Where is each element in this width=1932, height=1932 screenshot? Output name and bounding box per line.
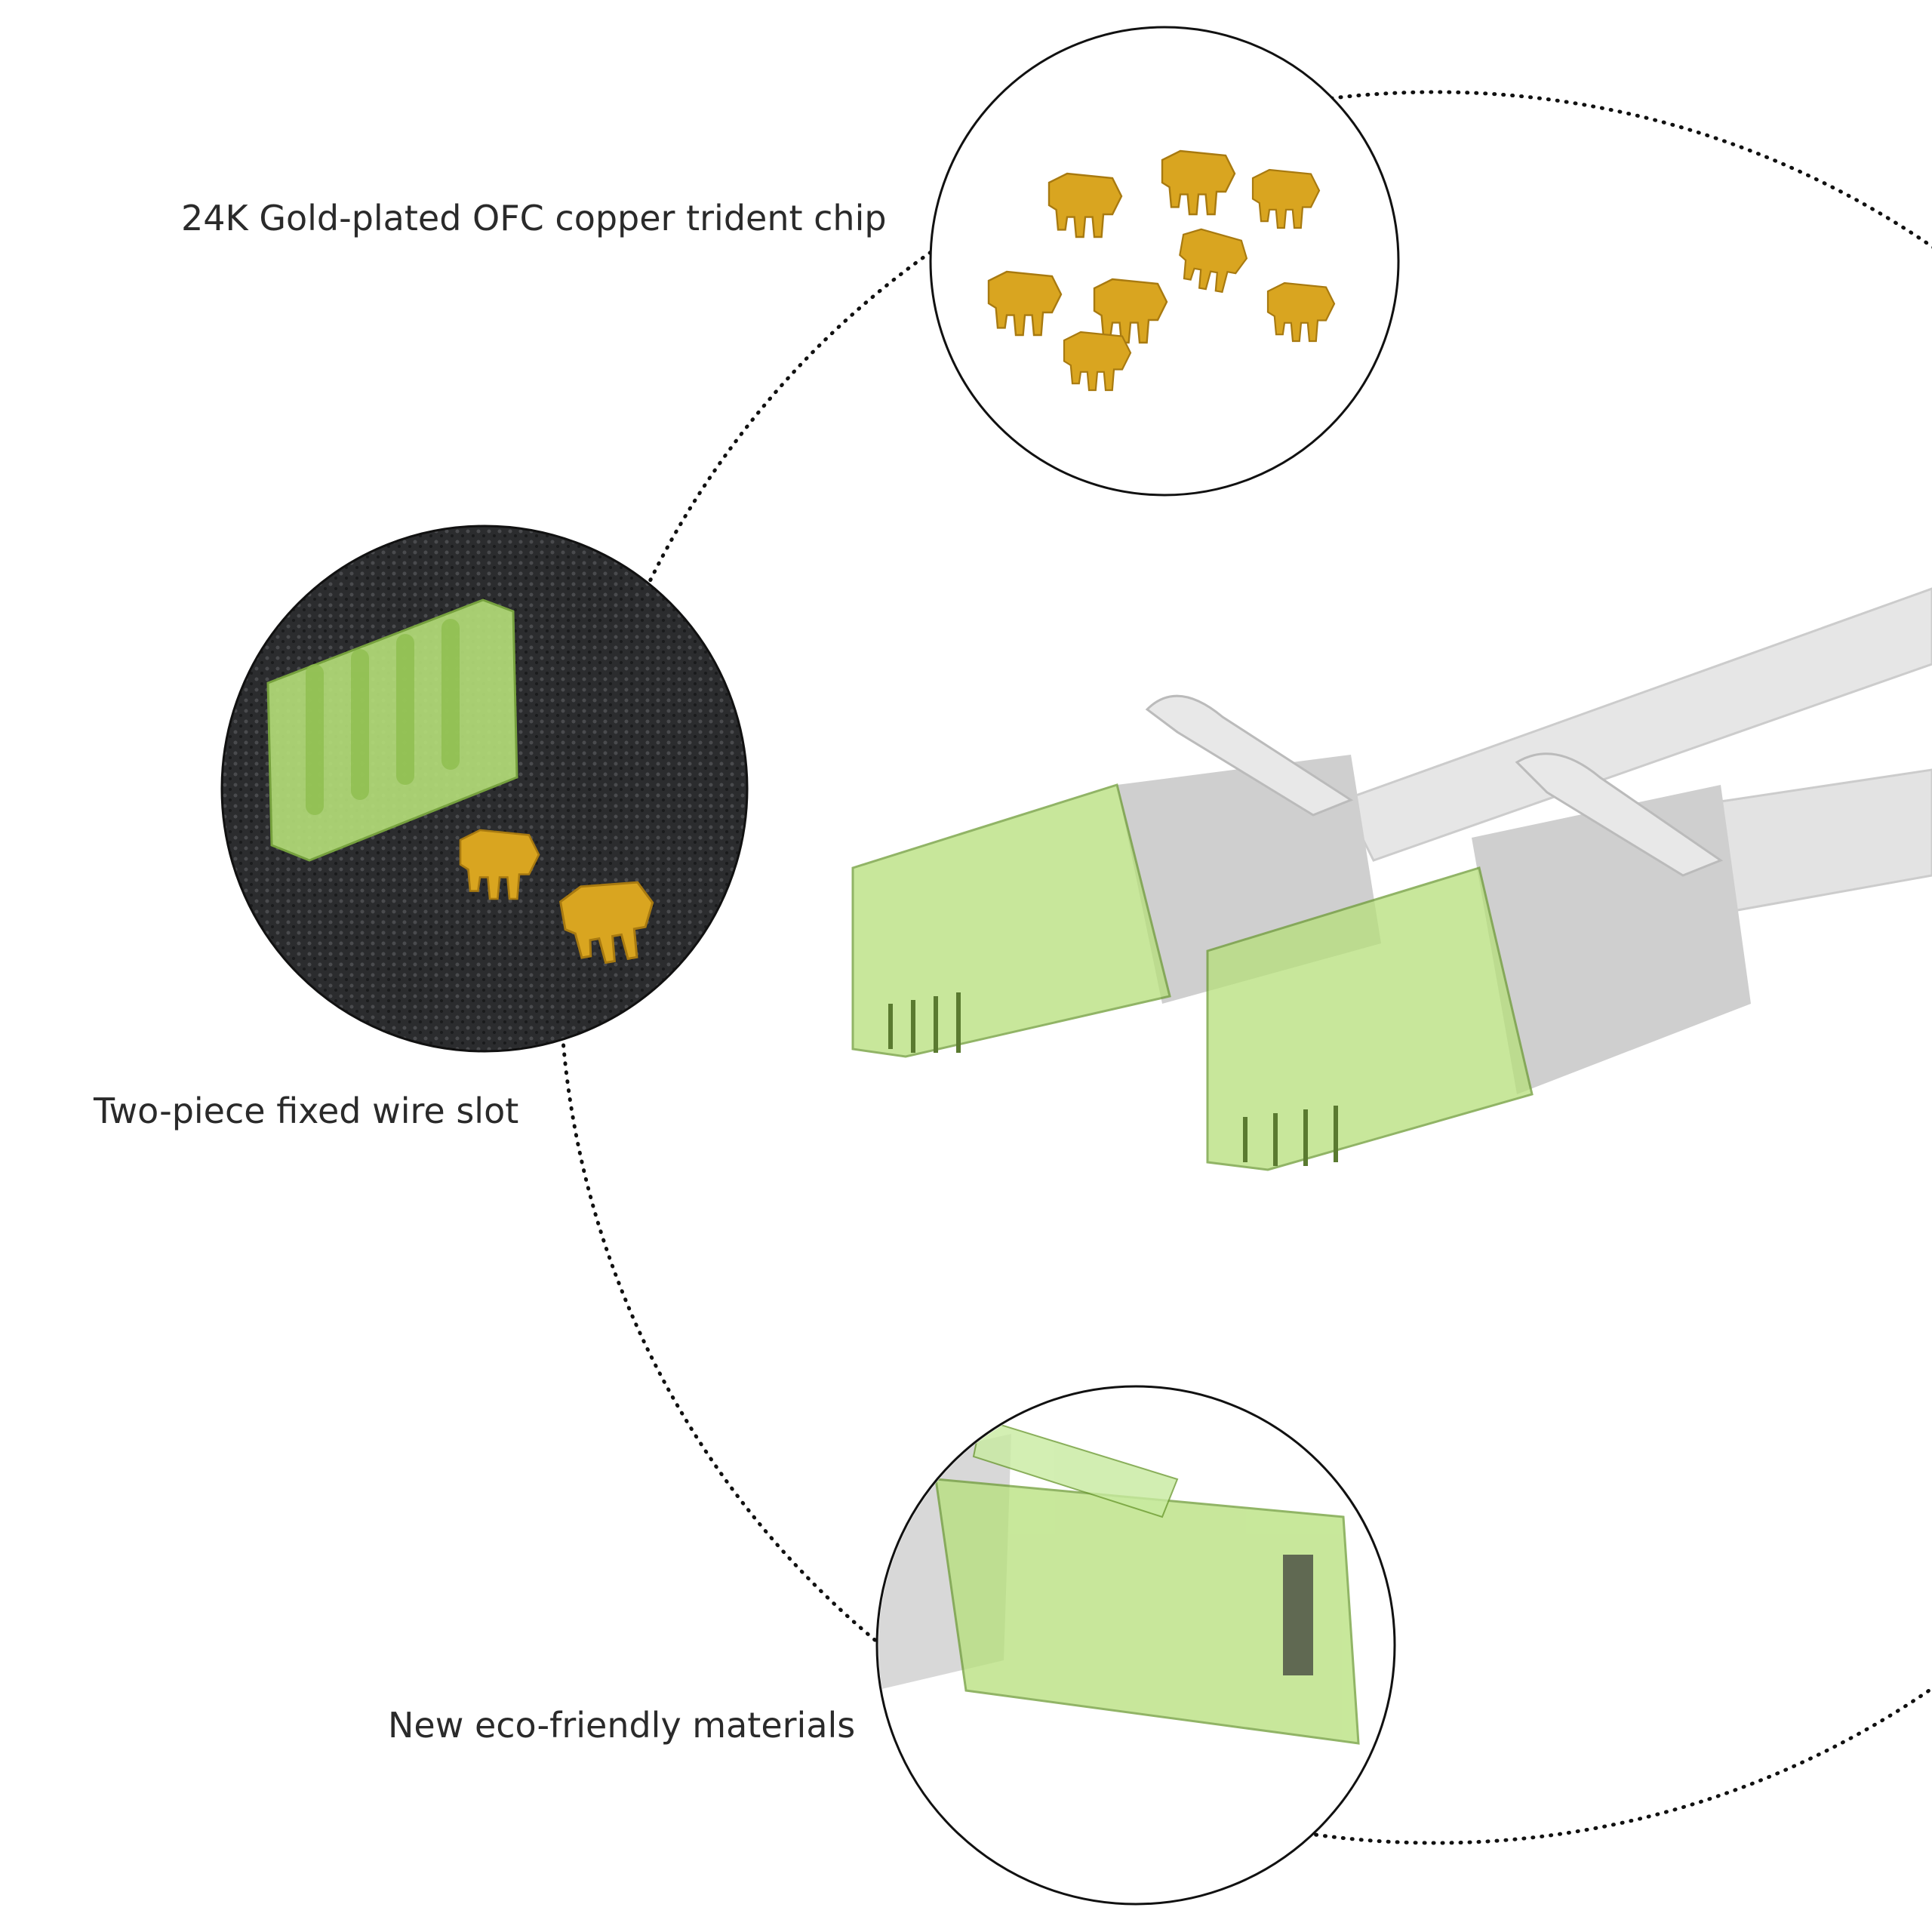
dotted-orbit [558, 90, 1932, 1845]
wire-slot-icon [266, 598, 663, 970]
rj45-connectors-image [851, 587, 1932, 1171]
wire-slot-callout-circle [220, 525, 749, 1053]
eco-materials-callout-circle [875, 1385, 1396, 1906]
gold-chips-callout-circle [929, 26, 1400, 497]
callout-label-gold-chip: 24K Gold-plated OFC copper trident chip [181, 198, 887, 238]
callout-label-eco-materials: New eco-friendly materials [388, 1705, 855, 1746]
callout-label-wire-slot: Two-piece fixed wire slot [93, 1091, 518, 1131]
